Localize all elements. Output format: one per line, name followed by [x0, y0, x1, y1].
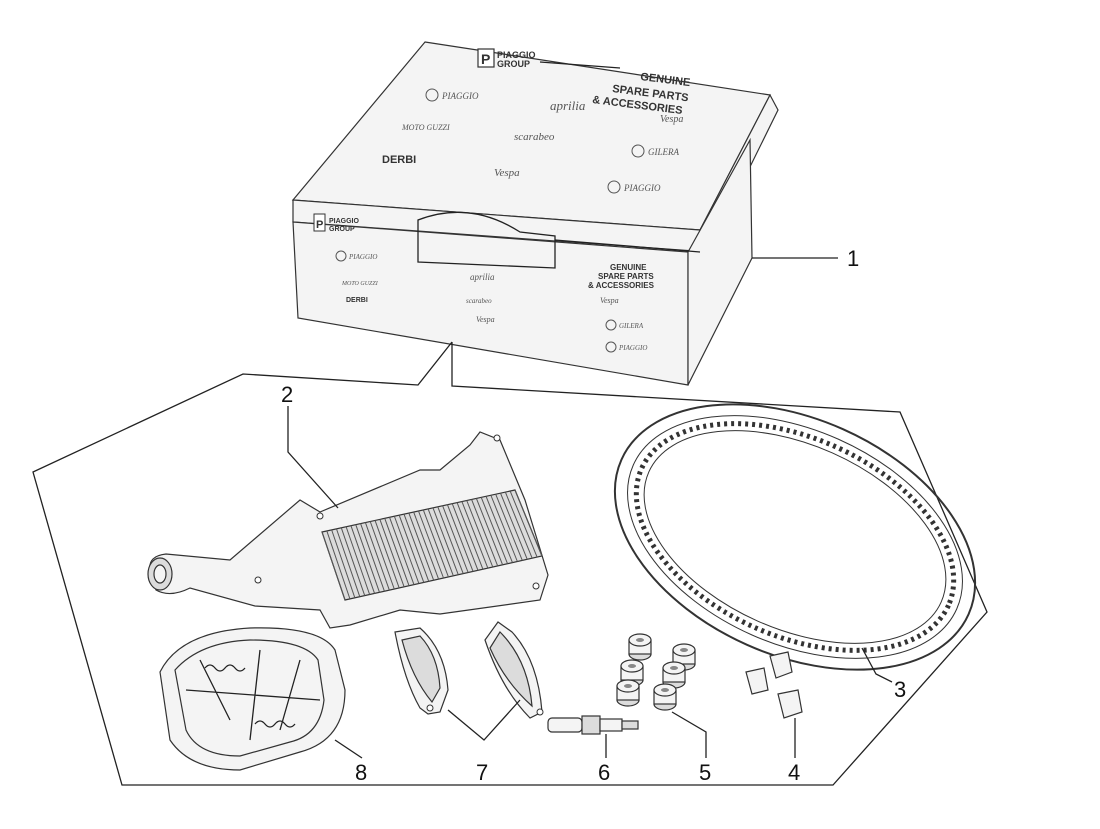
kit-box: P PIAGGIO GROUP GENUINE SPARE PARTS & AC…: [291, 41, 779, 386]
filter-pleat: [480, 497, 508, 564]
filter-pleat: [490, 495, 518, 562]
callout-6: 6: [598, 760, 610, 785]
filter-pleat: [442, 505, 469, 573]
filter-pleat: [475, 498, 504, 565]
box-top-brand-motoguzzi: MOTO GUZZI: [401, 123, 450, 132]
kit-contents-outline: [32, 341, 988, 786]
filter-pleat: [398, 515, 425, 583]
filter-pleat: [422, 509, 449, 578]
filter-pleat: [403, 513, 430, 582]
filter-pleat: [364, 522, 390, 591]
box-front-tagline-3: & ACCESSORIES: [588, 281, 655, 290]
callout-3: 3: [894, 677, 906, 702]
box-top-brand-gilera: GILERA: [648, 147, 679, 157]
filter-pleat: [379, 519, 405, 587]
filter-pleat: [418, 510, 444, 579]
filter-pleat: [509, 490, 538, 558]
callout-4: 4: [788, 760, 800, 785]
box-top-logo-letter: P: [481, 51, 490, 67]
variator-sliders: [745, 651, 803, 758]
box-front-brand-derbi: DERBI: [346, 297, 368, 304]
box-top-group-line2: GROUP: [497, 59, 530, 69]
filter-pleat: [504, 491, 533, 559]
box-front-brand-piaggio: PIAGGIO: [348, 253, 377, 261]
filter-pleat: [321, 531, 346, 601]
box-front-tagline-2: SPARE PARTS: [598, 272, 654, 281]
callout-1: 1: [847, 246, 859, 271]
filter-pleat: [360, 523, 385, 592]
callout-5: 5: [699, 760, 711, 785]
filter-pleat: [471, 499, 499, 567]
filter-pleat: [451, 503, 479, 571]
filter-pleat: [336, 528, 361, 597]
box-front-brand-scarabeo: scarabeo: [466, 297, 492, 305]
box-top-brand-derbi: DERBI: [382, 154, 416, 166]
filter-pleat: [485, 496, 513, 563]
box-top-brand-piaggio: PIAGGIO: [441, 91, 479, 101]
filter-pleat: [340, 527, 366, 596]
box-top-brand-scarabeo: scarabeo: [514, 131, 555, 143]
box-front-brand-gilera: GILERA: [619, 322, 644, 330]
filter-pleat: [446, 504, 474, 572]
variator-rollers: [616, 633, 707, 758]
box-front-brand-vespa: Vespa: [600, 296, 619, 305]
callout-leaders: [287, 257, 893, 683]
box-top-brand-aprilia: aprilia: [550, 98, 586, 113]
box-top-brand-vespa2: Vespa: [494, 167, 520, 179]
box-front-logo-letter: P: [316, 219, 323, 231]
filter-pleat: [345, 526, 371, 595]
filter-pleat: [500, 492, 528, 560]
callout-8: 8: [355, 760, 367, 785]
filter-pleat: [495, 494, 523, 561]
box-top-brand-piaggio2: PIAGGIO: [623, 183, 661, 193]
filter-pleat: [355, 524, 380, 593]
box-front-brand-aprilia: aprilia: [470, 272, 495, 282]
box-front-brand-vespa2: Vespa: [476, 315, 495, 324]
box-front-group-line1: PIAGGIO: [329, 218, 360, 225]
filter-pleat: [514, 489, 543, 557]
box-front-tagline-1: GENUINE: [610, 263, 647, 272]
filter-pleat: [389, 517, 415, 585]
filter-pleat: [413, 511, 440, 580]
brake-pads: [394, 621, 544, 741]
air-filter: [147, 431, 549, 629]
filter-pleat: [326, 530, 351, 600]
box-front-brand-piaggio2: PIAGGIO: [618, 344, 647, 352]
spark-plug: [547, 715, 639, 758]
box-top-group-line1: PIAGGIO: [497, 50, 536, 60]
filter-pleat: [393, 516, 420, 584]
filter-pleat: [350, 525, 376, 594]
box-front-brand-motoguzzi: MOTO GUZZI: [341, 281, 379, 287]
filter-pleat: [437, 506, 464, 574]
callout-2: 2: [281, 382, 293, 407]
filter-pleat: [374, 520, 400, 589]
filter-pleat: [384, 518, 410, 586]
box-front-group-line2: GROUP: [329, 226, 355, 233]
filter-pleat: [461, 501, 489, 569]
filter-pleat: [456, 502, 484, 570]
filter-pleat: [427, 508, 454, 576]
brake-shoes: [159, 627, 363, 771]
filter-pleat: [408, 512, 435, 581]
filter-pleat: [432, 507, 459, 575]
box-top-brand-vespa: Vespa: [660, 114, 683, 125]
filter-pleat: [369, 521, 395, 590]
filter-pleat: [466, 500, 494, 568]
callout-7: 7: [476, 760, 488, 785]
filter-pleat: [331, 529, 356, 598]
